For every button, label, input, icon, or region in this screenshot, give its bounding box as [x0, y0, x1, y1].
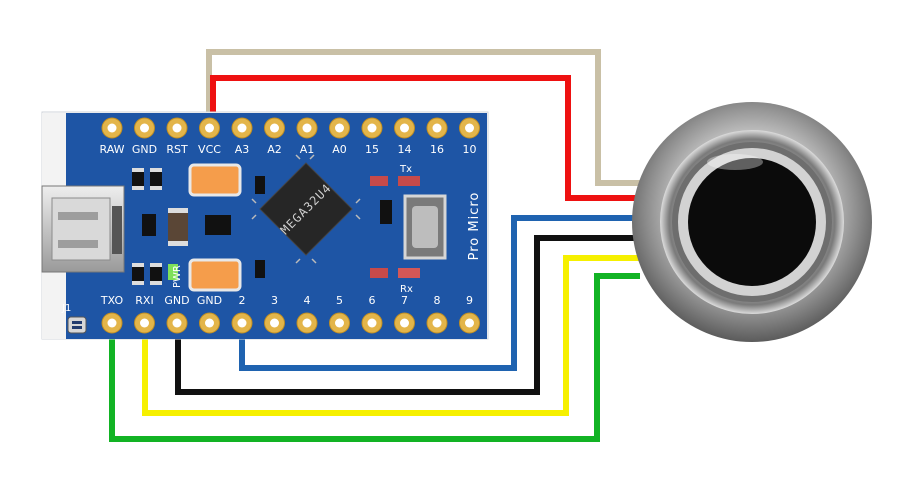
- top-pin-hole-2: [172, 123, 182, 133]
- bottom-pin-hole-5: [270, 318, 279, 328]
- top-pin-hole-8: [367, 123, 377, 133]
- bottom-pin-label-2: GND: [164, 294, 189, 307]
- bottom-pin-hole-1: [140, 318, 149, 328]
- bottom-pin-label-9: 7: [401, 294, 408, 307]
- bottom-pin-hole-8: [367, 318, 377, 328]
- bottom-pin-label-0: TXO: [100, 294, 124, 307]
- bottom-pin-hole-10: [432, 318, 442, 328]
- pwr-label: PWR: [172, 265, 183, 288]
- j1-pad: [67, 316, 87, 334]
- bottom-pin-label-7: 5: [336, 294, 343, 307]
- top-pin-hole-3: [205, 123, 214, 133]
- bottom-pin-hole-7: [335, 318, 344, 328]
- top-pin-hole-11: [465, 123, 474, 133]
- regulator-bottom: [188, 258, 242, 292]
- pwr-led: [168, 264, 178, 280]
- top-pin-label-5: A2: [267, 143, 282, 156]
- bottom-pin-label-3: GND: [197, 294, 222, 307]
- bottom-pin-header: TXO RXI GND GND 2 3 4 5 6 7 8 9: [100, 294, 480, 334]
- top-pin-label-11: 10: [463, 143, 477, 156]
- top-pin-label-0: RAW: [100, 143, 125, 156]
- regulator-top: [188, 163, 242, 197]
- top-pin-hole-4: [237, 123, 247, 133]
- pro-micro-board: J1 MEGA32U4: [41, 111, 489, 340]
- usb-connector: [41, 185, 125, 273]
- rx-label: Rx: [400, 284, 413, 295]
- bottom-pin-label-4: 2: [239, 294, 246, 307]
- top-pin-label-6: A1: [300, 143, 315, 156]
- top-pin-hole-10: [432, 123, 442, 133]
- top-pin-header: RAW GND RST VCC A3 A2 A1 A0 15 14 16 10: [100, 117, 480, 156]
- sensor-highlight: [707, 154, 763, 170]
- top-pin-label-8: 15: [365, 143, 379, 156]
- bottom-pin-hole-11: [465, 318, 474, 328]
- bottom-pin-label-10: 8: [434, 294, 441, 307]
- top-pin-hole-0: [107, 123, 117, 133]
- bottom-pin-hole-9: [400, 318, 409, 328]
- mega32u4-chip: MEGA32U4: [251, 154, 361, 264]
- sensor-window: [688, 158, 816, 286]
- black-wire: [175, 235, 640, 395]
- side-label: Pro Micro: [467, 192, 482, 261]
- top-pin-label-7: A0: [332, 143, 347, 156]
- crystal: [403, 194, 447, 260]
- bottom-pin-label-6: 4: [304, 294, 311, 307]
- fingerprint-sensor: [632, 102, 872, 342]
- bottom-pin-label-11: 9: [466, 294, 473, 307]
- yellow-wire: [142, 255, 640, 416]
- top-pin-hole-1: [140, 123, 149, 133]
- smd-components: [132, 168, 420, 285]
- j1-label: J1: [61, 303, 71, 314]
- top-pin-label-10: 16: [430, 143, 444, 156]
- red-wire: [210, 75, 640, 201]
- top-pin-hole-7: [335, 123, 344, 133]
- top-pin-hole-5: [270, 123, 279, 133]
- top-pin-label-9: 14: [398, 143, 412, 156]
- wires-group: [109, 49, 640, 442]
- blue-wire: [239, 215, 640, 371]
- beige-wire: [206, 49, 640, 186]
- bottom-pin-label-1: RXI: [135, 294, 153, 307]
- top-pin-hole-9: [400, 123, 409, 133]
- bottom-pin-label-5: 3: [271, 294, 278, 307]
- green-wire: [109, 273, 640, 442]
- top-pin-label-4: A3: [235, 143, 250, 156]
- top-pin-label-2: RST: [166, 143, 188, 156]
- bottom-pin-hole-4: [237, 318, 247, 328]
- bottom-pin-hole-6: [302, 318, 312, 328]
- bottom-pin-hole-3: [205, 318, 214, 328]
- top-pin-label-3: VCC: [198, 143, 221, 156]
- top-pin-label-1: GND: [132, 143, 157, 156]
- bottom-pin-hole-0: [107, 318, 117, 328]
- bottom-pin-label-8: 6: [369, 294, 376, 307]
- bottom-pin-hole-2: [172, 318, 182, 328]
- tx-label: Tx: [399, 164, 412, 175]
- top-pin-hole-6: [302, 123, 312, 133]
